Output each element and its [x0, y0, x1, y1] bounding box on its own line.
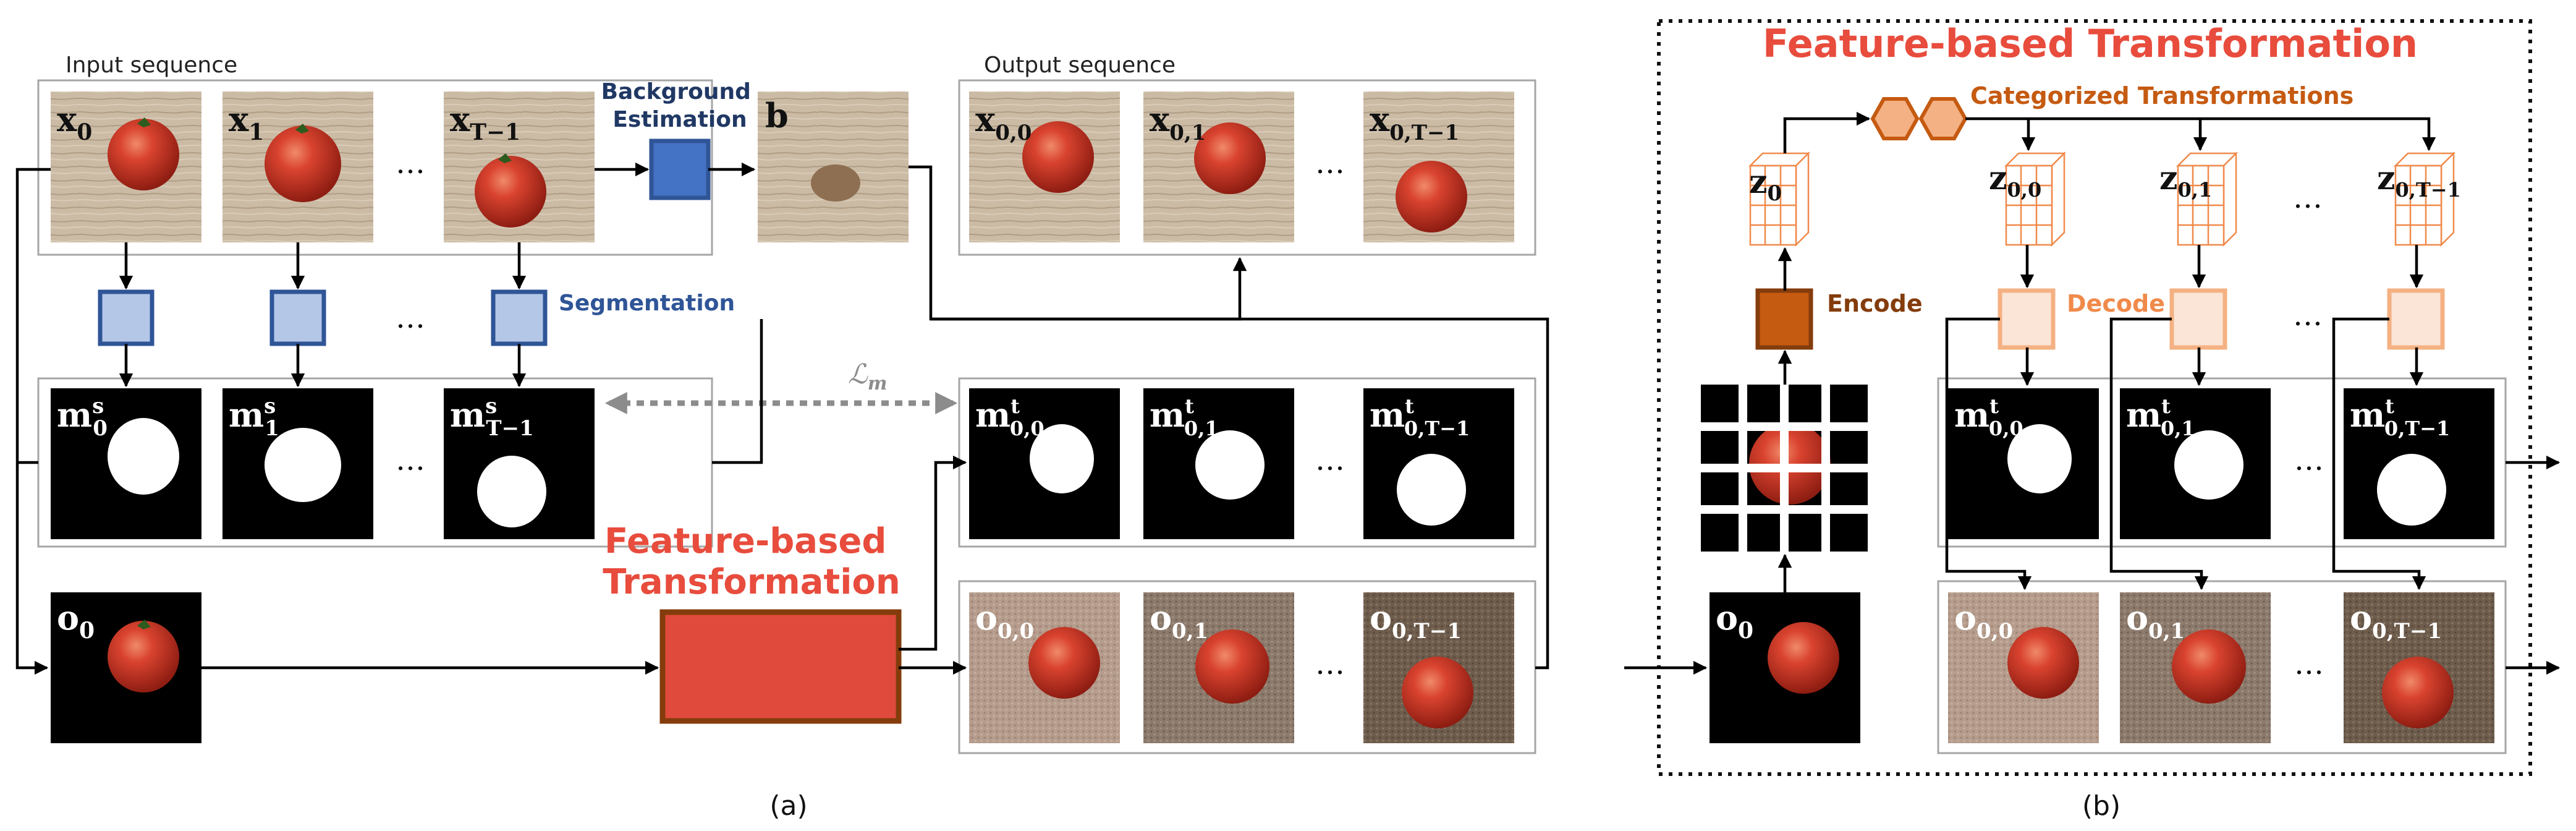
- label-x1: x1: [229, 100, 264, 145]
- segmentation-ellipsis: …: [396, 300, 425, 335]
- output-frame-0-1: x0,1: [1143, 92, 1294, 242]
- output-object-ellipsis: …: [1315, 647, 1345, 681]
- output-object-b-0-T-1: o0,T−1: [2344, 592, 2494, 743]
- output-ellipsis: …: [1315, 146, 1345, 181]
- source-mask-ellipsis: …: [396, 443, 425, 477]
- categorized-transformations-hexagons: [1870, 97, 1968, 140]
- output-object-b-0-0: o0,0: [1948, 592, 2099, 743]
- caption-a: (a): [769, 790, 807, 822]
- latent-cube-z0T-1: [2393, 151, 2456, 247]
- latent-cube-z00: [2004, 151, 2067, 247]
- output-sequence-label: Output sequence: [984, 53, 1176, 78]
- label-o0: o0: [57, 598, 95, 644]
- label-z0: z0: [1749, 163, 1782, 206]
- label-b-o01: o0,1: [2126, 598, 2185, 644]
- output-frame-0-0: x0,0: [969, 92, 1120, 242]
- label-o00: o0,0: [975, 598, 1034, 644]
- label-b: b: [765, 96, 789, 135]
- decode-block-0: [1998, 288, 2056, 350]
- output-object-0-1: o0,1: [1143, 592, 1294, 743]
- label-o0T-1: o0,T−1: [1370, 598, 1462, 644]
- input-frame-0: x0: [51, 92, 201, 242]
- label-x0T-1: x0,T−1: [1370, 100, 1459, 145]
- label-z0T-1: z0,T−1: [2377, 160, 2461, 202]
- segmentation-label: Segmentation: [559, 291, 735, 316]
- decode-block-T-1: [2387, 288, 2445, 350]
- panel-b-arrows: [1624, 111, 2561, 675]
- caption-b: (b): [2082, 790, 2121, 822]
- input-sequence-label: Input sequence: [66, 53, 237, 78]
- segmentation-block-T-1: [491, 289, 548, 346]
- decode-block-1: [2169, 288, 2227, 350]
- label-z00: z0,0: [1989, 160, 2041, 202]
- segmentation-block-0: [98, 289, 155, 346]
- categorized-transformations-label: Categorized Transformations: [1970, 82, 2354, 109]
- output-object-0-T-1: o0,T−1: [1363, 592, 1514, 743]
- label-x0: x0: [57, 100, 92, 145]
- fbt-label: Feature-based Transformation: [603, 521, 900, 602]
- background-estimation-label: Background Estimation: [601, 79, 759, 132]
- output-frame-0-T-1: x0,T−1: [1363, 92, 1514, 242]
- mask-loss-label: ℒm: [848, 359, 887, 394]
- encode-block: [1755, 288, 1813, 350]
- label-z01: z0,1: [2159, 160, 2212, 202]
- panel-b-title: Feature-based Transformation: [1763, 21, 2418, 66]
- label-o01: o0,1: [1150, 598, 1208, 644]
- encode-label: Encode: [1827, 290, 1923, 317]
- latent-cube-z0: [1748, 151, 1811, 247]
- latent-cube-z01: [2176, 151, 2239, 247]
- target-mask-b-ellipsis: …: [2294, 443, 2324, 477]
- background-image: b: [758, 92, 909, 242]
- object-o0-b: o0: [1710, 592, 1860, 743]
- label-x01: x0,1: [1150, 100, 1206, 145]
- label-b-o0T-1: o0,T−1: [2350, 598, 2442, 644]
- background-estimation-block: [649, 138, 711, 200]
- label-x00: x0,0: [975, 100, 1032, 145]
- fbt-block: [659, 609, 902, 724]
- output-object-b-ellipsis: …: [2294, 647, 2324, 681]
- input-sequence-box: [37, 79, 713, 256]
- panel-a-arrows: [15, 162, 1549, 675]
- label-o0-b: o0: [1716, 598, 1753, 644]
- input-ellipsis: …: [396, 146, 425, 181]
- segmentation-block-1: [269, 289, 326, 346]
- panel-a: Input sequence Output sequence x0 x1 … x…: [15, 53, 1549, 822]
- output-object-0-0: o0,0: [969, 592, 1120, 743]
- label-xT-1: xT−1: [450, 100, 520, 145]
- panel-b: Feature-based Transformation Categorized…: [1624, 19, 2561, 822]
- latent-ellipsis: …: [2293, 181, 2323, 215]
- patch-grid-image: [1701, 385, 1868, 552]
- decode-label: Decode: [2067, 290, 2165, 317]
- object-o0: o0: [51, 592, 201, 743]
- output-sequence-box: [958, 79, 1536, 256]
- input-frame-T-1: xT−1: [444, 92, 595, 242]
- decode-ellipsis: …: [2293, 298, 2323, 333]
- target-mask-ellipsis: …: [1315, 443, 1345, 477]
- output-object-b-0-1: o0,1: [2120, 592, 2271, 743]
- input-frame-1: x1: [222, 92, 373, 242]
- label-b-o00: o0,0: [1954, 598, 2013, 644]
- fbt-detail-frame: [1657, 19, 2532, 776]
